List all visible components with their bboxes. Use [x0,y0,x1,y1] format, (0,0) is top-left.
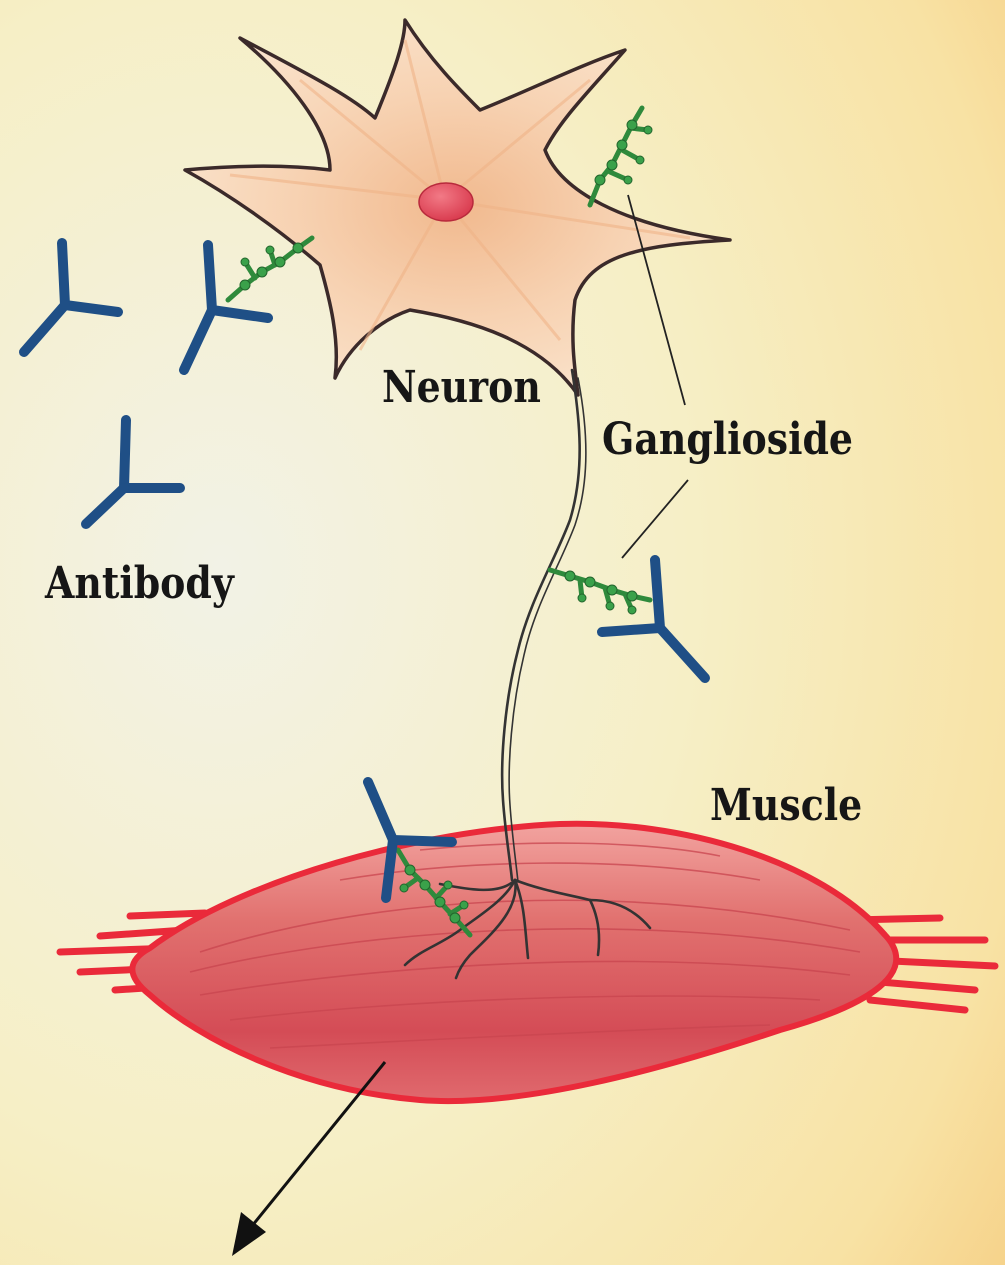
neuron-label: Neuron [382,366,541,410]
nucleus [419,183,473,221]
muscle-label: Muscle [710,784,862,828]
antibody-label: Antibody [45,562,234,606]
ganglioside-label: Ganglioside [602,418,853,462]
